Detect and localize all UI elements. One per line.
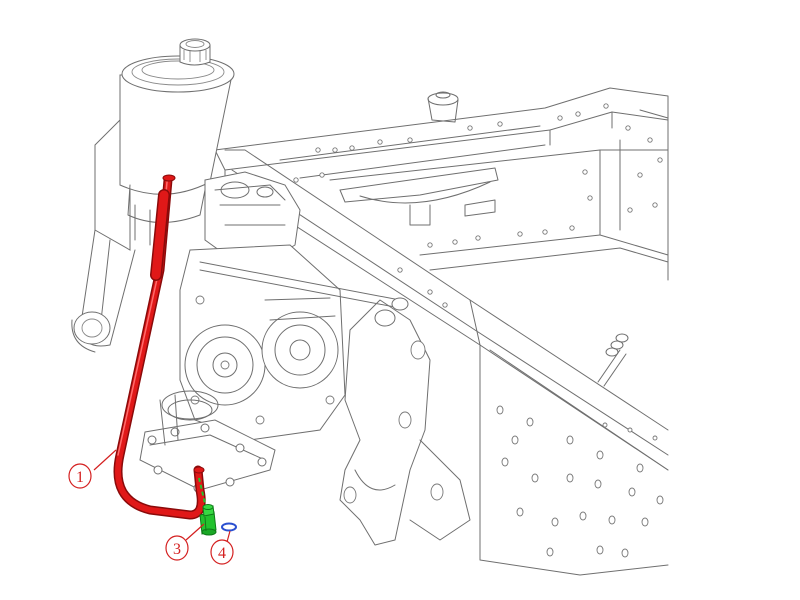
pipe-part-1 [113, 174, 206, 520]
fitting-part-3 [198, 477, 217, 536]
callout-3-label: 3 [173, 541, 181, 558]
callout-1-label: 1 [76, 469, 84, 486]
callout-4: 4 [210, 530, 234, 565]
callouts: 1 3 4 [68, 449, 234, 565]
chassis-frame [214, 87, 669, 576]
reservoir-tank [94, 38, 235, 251]
frame-holes [293, 103, 664, 558]
steering-gear-assembly [139, 171, 409, 493]
callout-1: 1 [68, 449, 117, 489]
callout-4-label: 4 [218, 545, 226, 562]
callout-3: 3 [165, 523, 205, 561]
mount-bracket [71, 229, 136, 353]
oring-part-4 [221, 522, 237, 532]
